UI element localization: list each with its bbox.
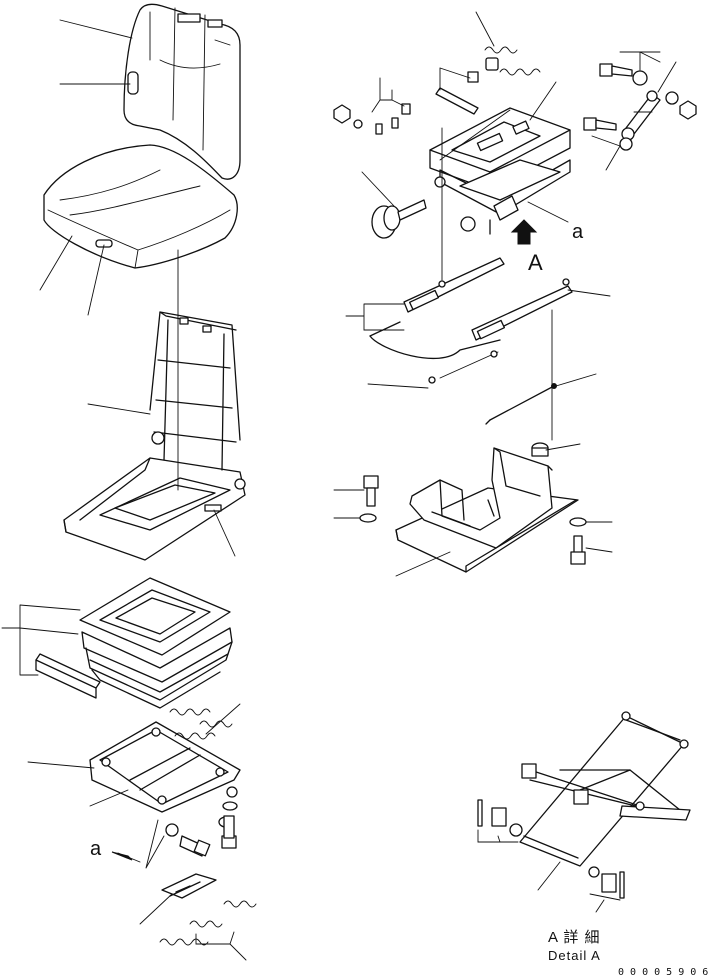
detail-marker-right: a	[572, 221, 584, 243]
grab-handle	[35, 653, 101, 699]
leader-bracket	[589, 893, 621, 913]
seat-slide-assembly	[429, 107, 571, 235]
leader-line	[585, 547, 613, 553]
link-rod	[485, 383, 557, 425]
leader-bracket	[439, 67, 471, 91]
seat-springs	[169, 708, 233, 740]
leader-line	[87, 403, 151, 415]
leader-bracket	[145, 819, 165, 869]
leader-bracket	[345, 303, 405, 331]
leader-line	[395, 551, 451, 577]
leader-bracket	[371, 77, 405, 113]
detail-caption-jp: A 詳 細	[548, 929, 601, 946]
shock-absorber-set	[583, 63, 697, 151]
leader-bracket	[591, 135, 621, 171]
leader-bracket	[195, 931, 247, 961]
seat-back-cushion	[123, 3, 241, 180]
adjust-knob	[371, 199, 427, 239]
detail-caption-en: Detail A	[548, 948, 601, 963]
leader-line	[213, 509, 236, 557]
leader-bracket	[619, 51, 661, 71]
leader-line	[139, 893, 173, 925]
leader-bracket	[19, 604, 81, 676]
stand-bolts	[359, 475, 587, 565]
leader-line	[39, 235, 73, 291]
leader-line	[89, 789, 129, 807]
detail-marker-left: a	[90, 838, 102, 860]
detail-a-pins-bushings	[477, 799, 625, 899]
leader-line	[475, 11, 495, 47]
view-arrow-a	[510, 219, 538, 245]
view-arrow-shaft	[117, 852, 141, 863]
seat-frame	[63, 311, 246, 561]
adjust-lever	[161, 873, 217, 899]
return-springs	[159, 900, 257, 946]
leader-line	[555, 373, 597, 387]
suspension-base	[89, 721, 241, 813]
leader-line	[361, 171, 395, 207]
seat-cushion	[43, 144, 238, 269]
leader-line	[27, 761, 95, 769]
leader-bracket	[477, 829, 519, 843]
leader-line	[567, 289, 611, 297]
seat-stand	[395, 442, 579, 573]
slide-springs	[435, 46, 541, 115]
leader-line	[59, 19, 133, 39]
suspension-cover	[79, 577, 233, 709]
drawing-number: 0 0 0 0 5 9 0 6	[618, 967, 708, 977]
leader-line	[527, 201, 569, 223]
view-arrow-left	[111, 851, 133, 861]
detail-a-scissor-linkage	[519, 711, 691, 867]
leader-line	[87, 244, 105, 316]
view-letter: A	[528, 250, 543, 275]
leader-line	[367, 383, 429, 389]
slide-rails	[369, 257, 573, 384]
clip-hardware	[333, 103, 411, 135]
leader-line	[205, 703, 241, 735]
leader-line	[537, 861, 561, 891]
leader-line	[545, 443, 581, 451]
suspension-hardware	[165, 786, 238, 857]
leader-bracket	[633, 61, 677, 113]
leader-line	[529, 81, 557, 121]
leader-line	[439, 109, 511, 161]
